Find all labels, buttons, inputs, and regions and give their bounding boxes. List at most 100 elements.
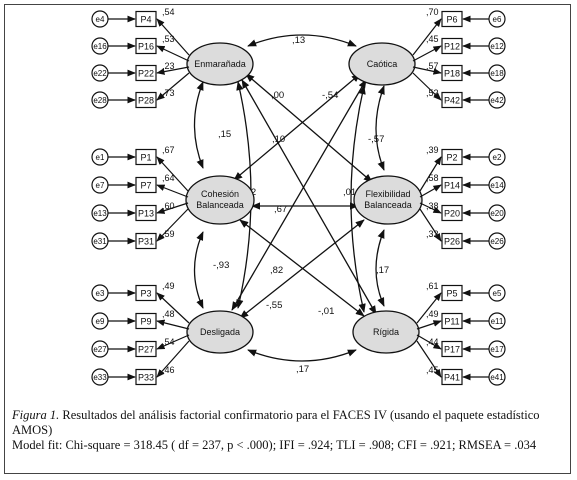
error-label: e5 — [493, 289, 502, 298]
loading-path — [156, 334, 190, 350]
loading-value: ,38 — [426, 201, 439, 211]
indicator-box — [135, 232, 157, 250]
indicator-box — [441, 176, 463, 194]
indicator-label: P18 — [444, 69, 460, 79]
loading-value: ,67 — [162, 145, 175, 155]
loading-path — [419, 184, 442, 198]
loading-path — [156, 340, 190, 378]
loading-path — [156, 66, 190, 75]
latent-rigida-label: Rígida — [373, 327, 399, 337]
latent-caotica-ellipse — [348, 42, 416, 86]
corr-enmaranada-caotica: ,13 — [292, 35, 305, 46]
indicator-label: P31 — [138, 237, 154, 247]
loading-value: ,39 — [426, 145, 439, 155]
indicator-box — [441, 64, 463, 82]
loading-path — [156, 156, 189, 192]
loading-path — [412, 45, 442, 62]
indicator-label: P1 — [140, 153, 151, 163]
loading-value: ,46 — [162, 365, 175, 375]
indicator-box — [441, 232, 463, 250]
loading-value: ,45 — [426, 34, 439, 44]
indicator-box — [135, 176, 157, 194]
indicator-label: P12 — [444, 42, 460, 52]
indicator-label: P2 — [446, 153, 457, 163]
indicator-box — [441, 148, 463, 166]
error-label: e16 — [93, 42, 107, 51]
error-label: e26 — [490, 237, 504, 246]
indicator-label: P41 — [444, 373, 460, 383]
corr-flexibilidad-desligada: -,55 — [266, 300, 282, 311]
latent-rigida-ellipse — [352, 310, 420, 354]
error-label: e14 — [490, 181, 504, 190]
loading-path — [156, 184, 189, 198]
corr-cohesion-rigida: -,01 — [318, 306, 334, 317]
indicator-label: P7 — [140, 181, 151, 191]
cov-enmaranada-cohesion — [193, 81, 204, 169]
indicator-box — [441, 368, 463, 386]
error-label: e2 — [493, 153, 502, 162]
error-label: e41 — [490, 373, 504, 382]
cov-desligada-rigida — [247, 349, 357, 362]
error-label: e12 — [490, 42, 504, 51]
error-circle — [91, 64, 109, 82]
loading-value: ,54 — [162, 7, 175, 17]
loading-path — [156, 319, 190, 330]
loading-value: ,61 — [426, 281, 439, 291]
indicator-label: P5 — [446, 289, 457, 299]
indicator-box — [441, 37, 463, 55]
error-label: e18 — [490, 69, 504, 78]
error-label: e13 — [93, 209, 107, 218]
loading-path — [412, 18, 442, 56]
indicator-box — [135, 340, 157, 358]
error-label: e7 — [96, 181, 105, 190]
loading-path — [419, 156, 442, 192]
indicator-box — [135, 37, 157, 55]
latent-flexibilidad-label-2: Balanceada — [364, 200, 412, 210]
caption-line-1: Resultados del análisis factorial confir… — [12, 408, 540, 437]
error-label: e9 — [96, 317, 105, 326]
error-label: e31 — [93, 237, 107, 246]
corr-caotica-desligada: ,82 — [270, 265, 283, 276]
indicator-label: P4 — [140, 15, 151, 25]
error-circle — [488, 10, 506, 28]
error-circle — [91, 176, 109, 194]
latent-flexibilidad-label-1: Flexibilidad — [365, 189, 410, 199]
cov-enmaranada-flexibilidad — [245, 73, 373, 183]
cov-flexibilidad-desligada — [239, 219, 365, 319]
loading-path — [416, 340, 442, 378]
indicator-label: P22 — [138, 69, 154, 79]
loading-value: ,64 — [162, 173, 175, 183]
loading-path — [412, 72, 442, 101]
loading-path — [156, 72, 190, 101]
error-label: e27 — [93, 345, 107, 354]
error-circle — [91, 284, 109, 302]
loading-value: ,49 — [162, 281, 175, 291]
error-circle — [91, 340, 109, 358]
caption-line-2: Model fit: Chi-square = 318.45 ( df = 23… — [12, 438, 537, 452]
error-label: e6 — [493, 15, 502, 24]
error-label: e33 — [93, 373, 107, 382]
latent-enmaranada-ellipse — [186, 42, 254, 86]
error-circle — [488, 204, 506, 222]
indicator-label: P6 — [446, 15, 457, 25]
indicator-label: P13 — [138, 209, 154, 219]
error-label: e11 — [491, 317, 504, 326]
indicator-box — [441, 91, 463, 109]
error-circle — [488, 176, 506, 194]
corr-enmaranada-rigida: ,10 — [272, 134, 285, 145]
loading-path — [416, 334, 442, 350]
corr-cohesion-flexibilidad: ,67 — [274, 204, 287, 215]
loading-value: ,52 — [426, 88, 439, 98]
sem-path-diagram: ,13 ,15 ,00 ,10 ,02 -,54 -,57 ,82 ,01 ,6… — [91, 7, 506, 386]
corr-flexibilidad-rigida: ,17 — [376, 265, 389, 276]
error-circle — [91, 91, 109, 109]
error-circle — [488, 232, 506, 250]
loading-value: ,58 — [426, 173, 439, 183]
latent-desligada-label: Desligada — [200, 327, 240, 337]
error-label: e28 — [93, 96, 107, 105]
error-circle — [91, 148, 109, 166]
loading-path — [416, 292, 442, 324]
loading-value: ,32 — [426, 229, 439, 239]
error-circle — [488, 284, 506, 302]
cov-cohesion-desligada — [193, 231, 204, 309]
